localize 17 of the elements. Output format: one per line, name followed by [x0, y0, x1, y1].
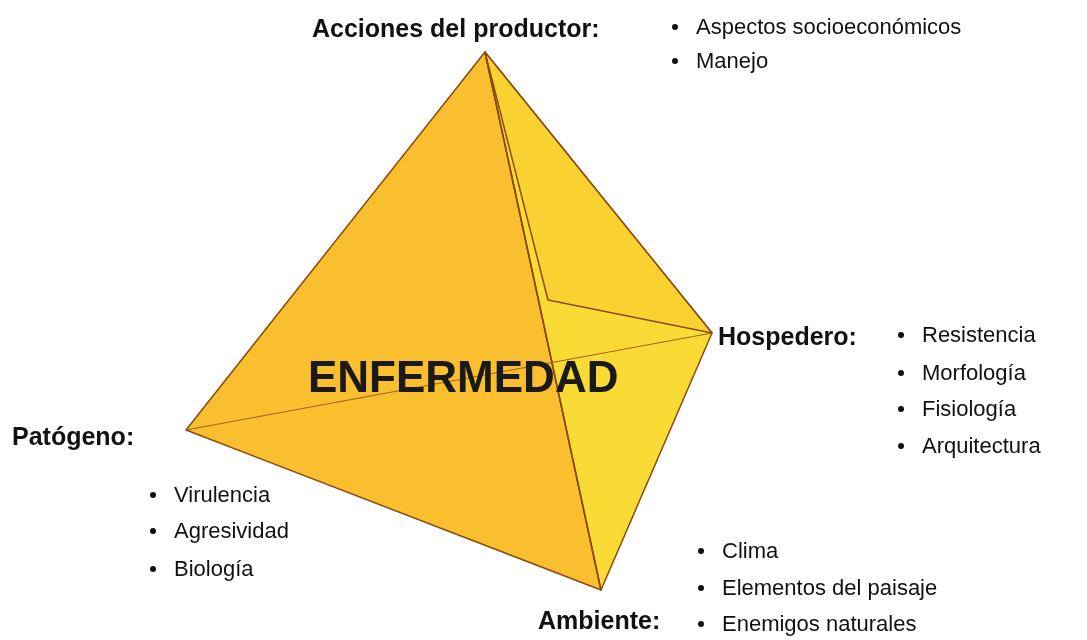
- list-item-text: Arquitectura: [922, 433, 1041, 459]
- vertex-heading: Patógeno:: [12, 422, 135, 451]
- list-item-text: Manejo: [696, 48, 769, 74]
- list-item-text: Resistencia: [922, 322, 1036, 348]
- vertex-heading: Ambiente:: [538, 606, 661, 635]
- list-item-text: Enemigos naturales: [722, 611, 917, 637]
- list-item-text: Morfología: [922, 360, 1026, 386]
- list-item-text: Virulencia: [174, 482, 271, 508]
- list-item-text: Agresividad: [174, 518, 289, 544]
- list-item-text: Elementos del paisaje: [722, 575, 938, 601]
- vertex-heading: Hospedero:: [718, 322, 857, 351]
- list-item-text: Aspectos socioeconómicos: [696, 14, 962, 40]
- list-item-text: Fisiología: [922, 396, 1017, 422]
- vertex-heading: Acciones del productor:: [312, 14, 600, 43]
- list-item-text: Clima: [722, 538, 779, 564]
- center-label: ENFERMEDAD: [308, 352, 619, 402]
- list-item-text: Biología: [174, 556, 254, 582]
